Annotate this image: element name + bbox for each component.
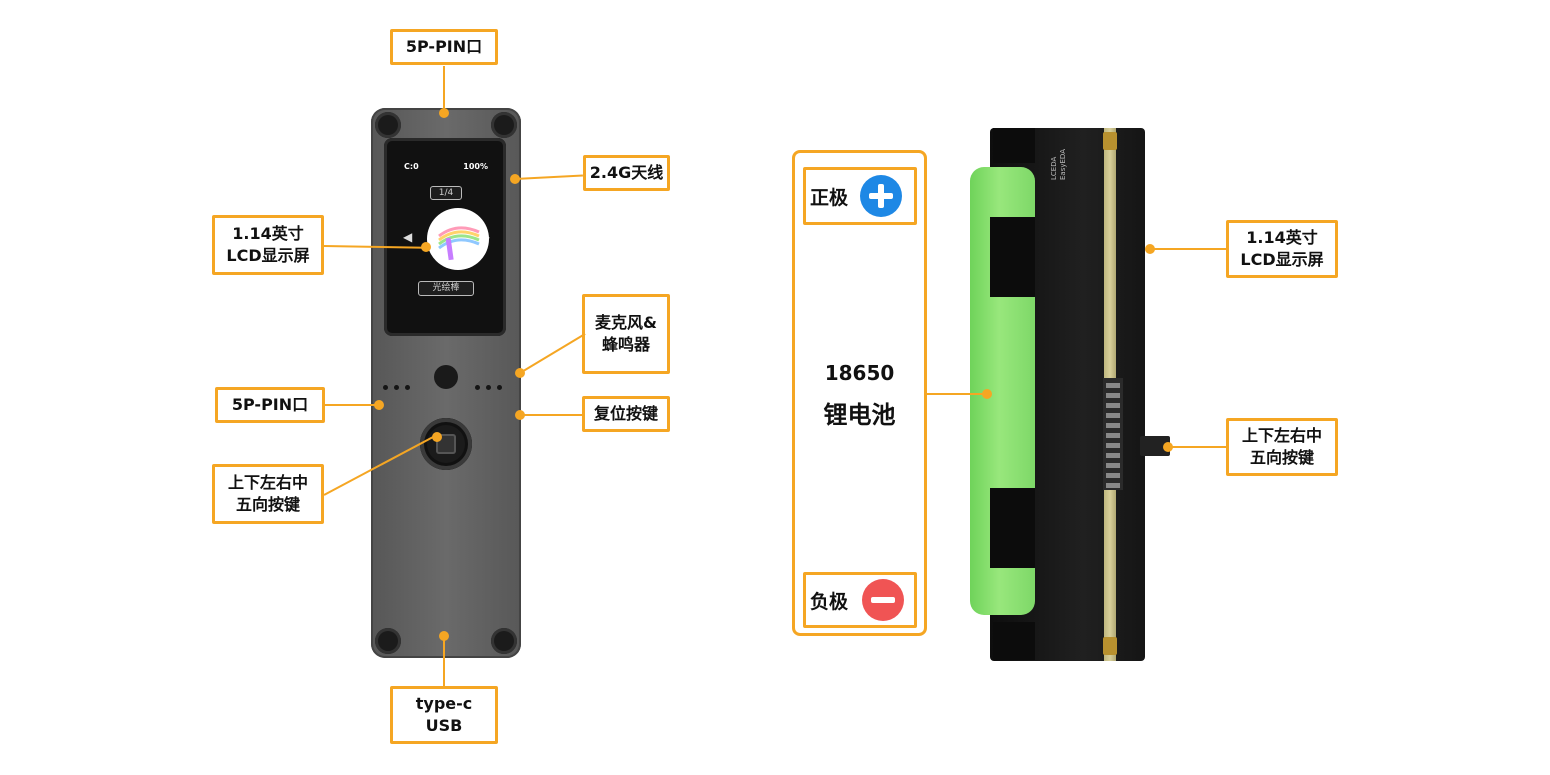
page-indicator: 1/4: [430, 186, 462, 200]
battery-size: 18650: [824, 361, 895, 385]
label-reset: 复位按键: [582, 396, 670, 432]
label-antenna: 2.4G天线: [583, 155, 670, 191]
reset-button[interactable]: [434, 365, 458, 389]
joystick-side[interactable]: [1140, 436, 1170, 456]
mic-holes: [383, 375, 416, 394]
screw: [375, 628, 401, 654]
label-top-port: 5P-PIN口: [390, 29, 498, 65]
minus-icon: [862, 579, 905, 621]
joystick-button[interactable]: [420, 418, 472, 470]
label-joystick: 上下左右中五向按键: [212, 464, 324, 524]
screw: [491, 112, 517, 138]
screw: [375, 112, 401, 138]
battery-label-box: 18650 锂电池: [792, 150, 927, 636]
left-arrow-icon: ◀: [403, 230, 413, 244]
positive-pole-box: 正极: [803, 167, 917, 225]
connector: [1103, 378, 1123, 490]
app-icon: [427, 208, 489, 270]
lcd-screen: C:0 100% 1/4 ◀ ▶ 光绘棒: [384, 138, 506, 336]
status-left: C:0: [404, 162, 419, 171]
app-caption: 光绘棒: [418, 281, 474, 296]
buzzer-holes: [475, 375, 508, 394]
plus-icon: [860, 175, 903, 217]
device-front: C:0 100% 1/4 ◀ ▶ 光绘棒: [371, 108, 521, 658]
label-mic-buzzer: 麦克风&蜂鸣器: [582, 294, 670, 374]
screw: [491, 628, 517, 654]
label-side-port: 5P-PIN口: [215, 387, 325, 423]
status-right: 100%: [463, 162, 488, 171]
label-side-joystick: 上下左右中五向按键: [1226, 418, 1338, 476]
negative-pole-box: 负极: [803, 572, 917, 628]
battery-name: 锂电池: [823, 401, 896, 429]
